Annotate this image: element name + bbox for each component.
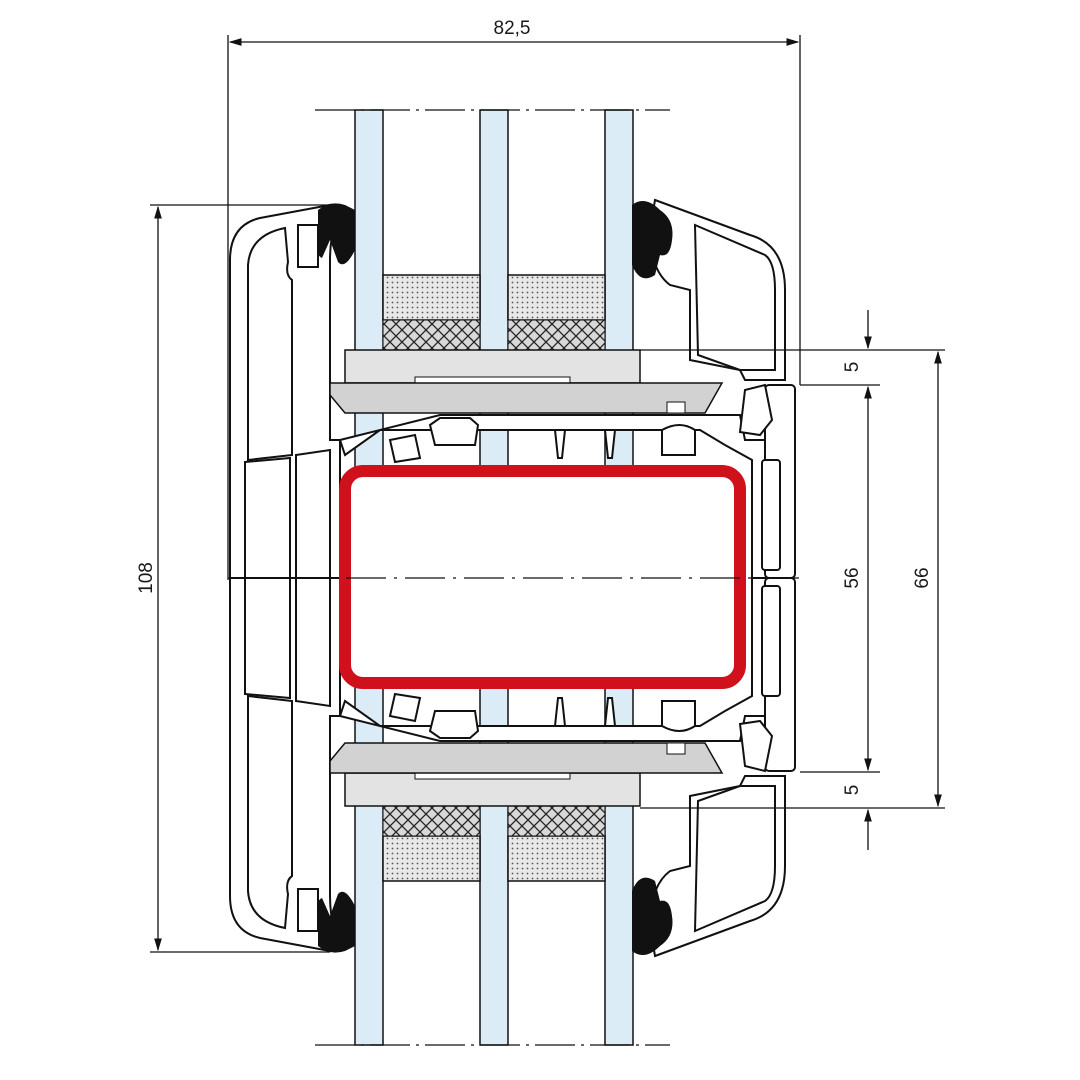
width-dimension-label: 82,5 [494,18,531,39]
height-dimension-label: 108 [136,562,157,594]
top-offset-label: 5 [842,362,863,373]
steel-reinforcement [339,465,746,689]
bottom-offset-label: 5 [842,785,863,796]
outer-height-label: 66 [912,567,933,588]
core-height-label: 56 [842,567,863,588]
